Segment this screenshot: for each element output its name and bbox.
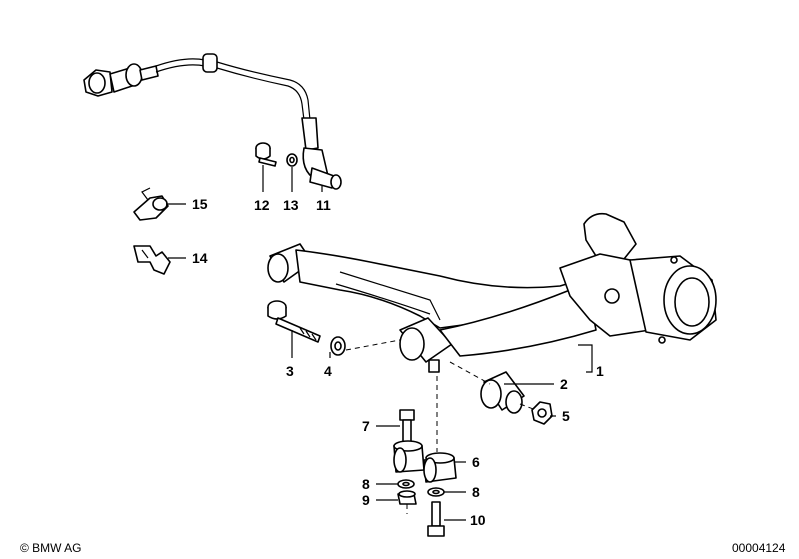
callout-5: 5 <box>562 408 570 424</box>
bolt-10[interactable] <box>427 501 445 537</box>
washer-8-right[interactable] <box>427 487 445 497</box>
callout-15: 15 <box>192 196 208 212</box>
callout-8b: 8 <box>472 484 480 500</box>
clip-15[interactable] <box>133 187 169 221</box>
nut-5[interactable] <box>531 401 553 425</box>
mount-left[interactable] <box>393 440 425 473</box>
callout-11: 11 <box>316 197 331 213</box>
callout-9: 9 <box>362 492 370 508</box>
callout-8a: 8 <box>362 476 370 492</box>
copyright-text: © BMW AG <box>20 541 82 555</box>
bolt-7[interactable] <box>399 409 415 443</box>
mount-6[interactable] <box>423 452 457 483</box>
callout-13: 13 <box>283 197 299 213</box>
sensor-cable[interactable] <box>83 53 342 190</box>
screw-12[interactable] <box>255 142 277 167</box>
nut-9[interactable] <box>397 490 417 505</box>
callout-12: 12 <box>254 197 270 213</box>
assembly-line-2 <box>449 361 491 385</box>
bracket-14[interactable] <box>133 245 171 275</box>
callout-lines <box>166 165 593 521</box>
callout-14: 14 <box>192 250 208 266</box>
assembly-line-4 <box>345 339 401 351</box>
callout-1: 1 <box>596 363 604 379</box>
trailing-arm[interactable] <box>267 212 717 373</box>
washer-13[interactable] <box>286 153 298 167</box>
callout-4: 4 <box>324 363 332 379</box>
callout-7: 7 <box>362 418 370 434</box>
washer-8-left[interactable] <box>397 479 415 489</box>
callout-10: 10 <box>470 512 486 528</box>
bolt-3[interactable] <box>267 300 321 343</box>
callout-3: 3 <box>286 363 294 379</box>
callout-2: 2 <box>560 376 568 392</box>
callout-6: 6 <box>472 454 480 470</box>
catalog-number: 00004124 <box>732 541 786 555</box>
assembly-line-5 <box>519 403 537 411</box>
bushing-2[interactable] <box>480 371 525 414</box>
washer-4[interactable] <box>330 336 346 356</box>
